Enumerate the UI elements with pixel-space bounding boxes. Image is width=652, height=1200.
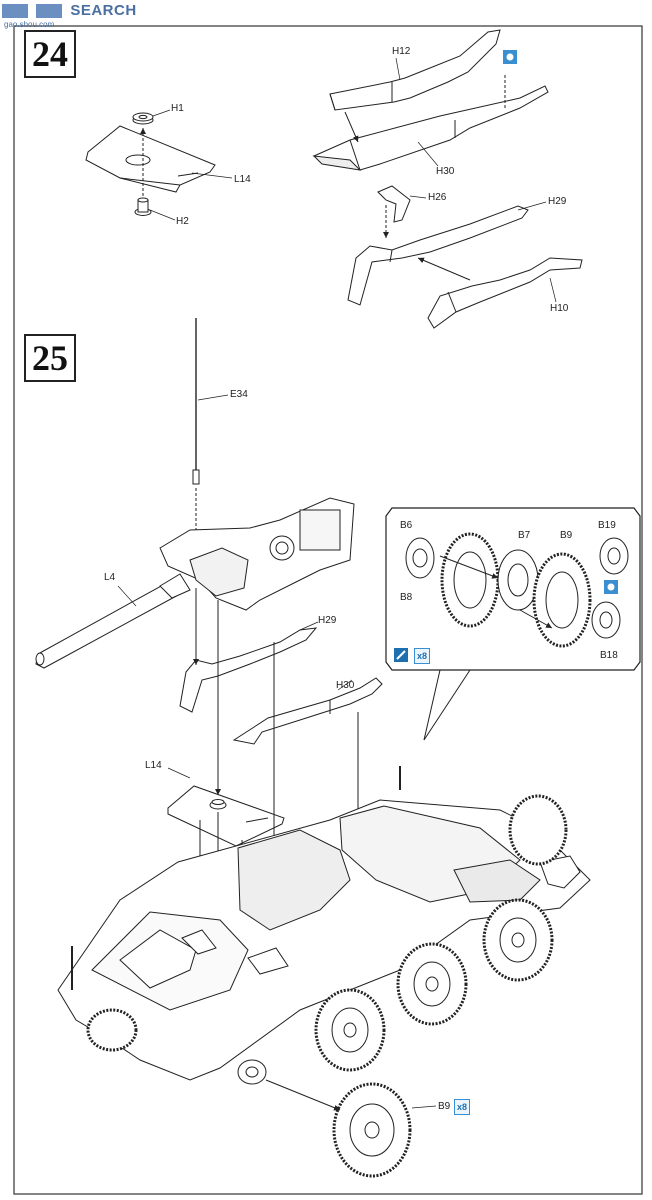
label-h29: H29 xyxy=(548,196,567,207)
label-h26: H26 xyxy=(428,192,447,203)
label-b8: B8 xyxy=(400,592,413,603)
label-e34: E34 xyxy=(230,389,248,400)
part-h29-fender xyxy=(347,205,529,306)
label-h29: H29 xyxy=(318,615,337,626)
part-h30-fender-step25 xyxy=(232,677,383,745)
quantity-badge: x8 xyxy=(414,648,430,664)
label-b6: B6 xyxy=(400,520,413,531)
label-h12: H12 xyxy=(392,46,411,57)
label-b7: B7 xyxy=(518,530,531,541)
label-l4: L4 xyxy=(104,572,116,583)
label-l14: L14 xyxy=(234,174,251,185)
part-h29-fender-step25 xyxy=(179,627,318,713)
logo-icon xyxy=(35,4,62,19)
page-frame xyxy=(13,25,643,1195)
paint-icon xyxy=(604,580,618,594)
watermark-text: SEARCH xyxy=(70,2,137,19)
cement-icon xyxy=(503,50,517,64)
watermark: SEARCH xyxy=(2,2,137,19)
part-l14-plate xyxy=(85,125,216,193)
step-number-24: 24 xyxy=(24,30,76,78)
part-e34-antenna xyxy=(192,318,200,485)
part-h30-fender xyxy=(312,85,549,171)
label-h30: H30 xyxy=(436,166,455,177)
quantity-badge: x8 xyxy=(454,1099,470,1115)
part-l14-plate-step25 xyxy=(167,785,285,847)
part-h26-bracket xyxy=(377,185,411,223)
vehicle-wheels xyxy=(86,794,568,1178)
label-h2: H2 xyxy=(176,216,189,227)
wheel-inset-parts xyxy=(405,532,629,648)
part-h1-washer xyxy=(132,112,154,125)
label-h30: H30 xyxy=(336,680,355,691)
logo-icon xyxy=(2,4,28,19)
part-h12-fender xyxy=(329,29,501,111)
part-gun-mount xyxy=(159,497,355,611)
label-b19: B19 xyxy=(598,520,616,531)
part-h2-bolt xyxy=(134,197,152,216)
step-number-25: 25 xyxy=(24,334,76,382)
label-h10: H10 xyxy=(550,303,569,314)
label-b9: B9 xyxy=(438,1101,451,1112)
label-l14: L14 xyxy=(145,760,162,771)
vehicle-hull xyxy=(57,766,591,1081)
label-b9: B9 xyxy=(560,530,573,541)
glue-icon xyxy=(394,648,408,662)
part-l4-barrel xyxy=(35,573,191,669)
watermark-subtext: gao.shou.com xyxy=(4,20,55,29)
part-h10-fender xyxy=(427,257,583,329)
label-h1: H1 xyxy=(171,103,184,114)
label-b18: B18 xyxy=(600,650,618,661)
